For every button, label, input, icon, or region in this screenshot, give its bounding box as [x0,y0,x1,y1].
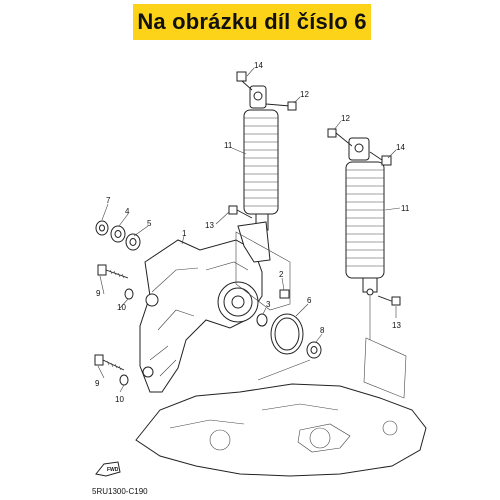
collar-2 [279,289,290,299]
bearing-5 [125,233,141,251]
callout-9-upper: 9 [96,289,101,298]
fwd-arrow-icon: FWD [95,461,121,477]
callout-11-right: 11 [401,204,410,213]
callout-10-upper: 10 [117,303,126,312]
gasket-6 [270,313,304,355]
dowel-8 [306,341,322,359]
bolt-13-left [228,205,253,219]
callout-10-lower: 10 [115,395,124,404]
header-banner: Na obrázku díl číslo 6 [133,4,371,40]
washer-10-lower [119,374,129,386]
callout-11-left: 11 [224,141,233,150]
callout-12-left: 12 [300,90,309,99]
nut-14-left [236,71,253,91]
nut-14-right [369,151,392,166]
shock-absorber-left [243,85,297,241]
rear-arm-bracket [139,221,271,393]
callout-13-right: 13 [392,321,401,330]
diagram-code: 5RU1300-C190 [92,487,148,496]
bolt-9-lower [94,354,125,371]
bolt-9-upper [97,264,129,279]
callout-2: 2 [279,270,284,279]
callout-12-right: 12 [341,114,350,123]
washer-10-upper [124,288,134,300]
callout-9-lower: 9 [95,379,100,388]
callout-5: 5 [147,219,152,228]
page-title: Na obrázku díl číslo 6 [137,9,367,34]
bolt-13-right [377,295,401,306]
shock-absorber-right [345,137,385,296]
crankcase-outline [135,359,427,477]
bearing-4 [110,225,126,243]
oil-seal-3 [256,313,268,327]
callout-6: 6 [307,296,312,305]
callout-13-left: 13 [205,221,214,230]
callout-8: 8 [320,326,325,335]
callout-14-right: 14 [396,143,405,152]
callout-3: 3 [266,300,271,309]
callout-4: 4 [125,207,130,216]
svg-text:FWD: FWD [107,467,119,473]
callout-1: 1 [182,229,187,238]
bearing-7 [95,220,109,236]
callout-14-left: 14 [254,61,263,70]
callout-7: 7 [106,196,111,205]
bolt-12-right [327,128,353,147]
